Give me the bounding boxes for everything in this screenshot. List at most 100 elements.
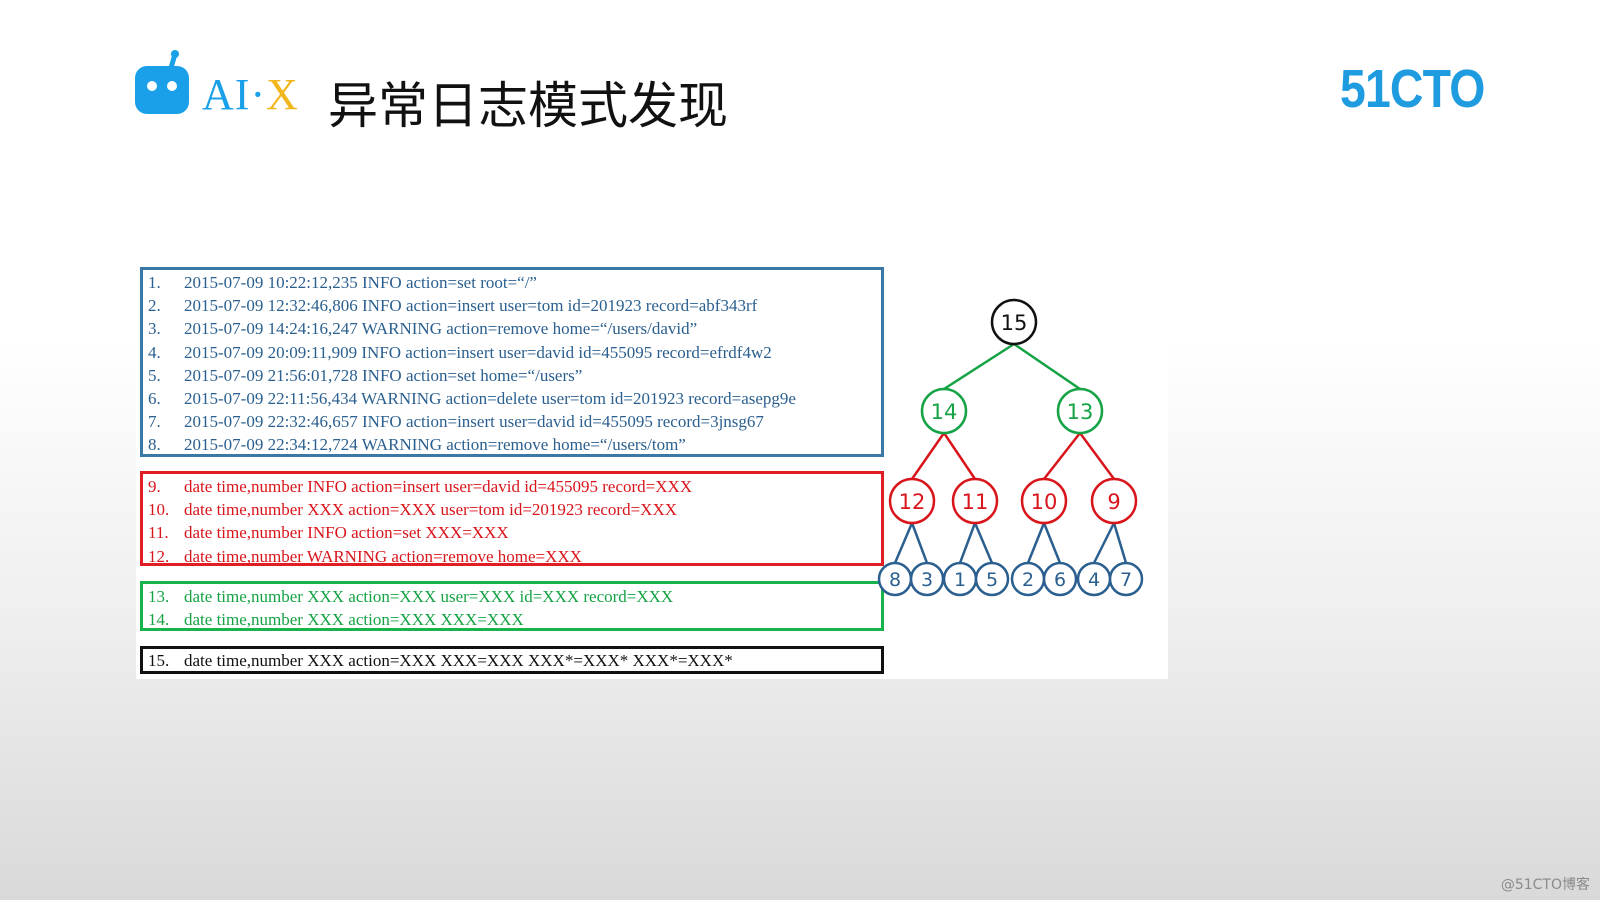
tree-node-circle: [974, 561, 1010, 597]
tree-node-circle: [1056, 387, 1104, 435]
log-line-number: 14.: [148, 610, 170, 630]
tree-edge: [1026, 522, 1046, 564]
log-line: 6.2015-07-09 22:11:56,434 WARNING action…: [148, 387, 881, 410]
tree-edge: [943, 342, 1015, 391]
level2-pattern-box: 13. date time,number XXX action=XXX user=…: [140, 581, 884, 631]
log-line: 8. 2015-07-09 22:34:12,724 WARNING action…: [148, 433, 881, 456]
log-line: 14. date time,number XXX action=XXX XXX=X…: [148, 608, 881, 631]
tree-node: 12: [888, 477, 936, 525]
tree-edge: [1043, 432, 1081, 480]
tree-node-circle: [990, 298, 1038, 346]
tree-edge: [942, 432, 977, 480]
log-line-number: 4.: [148, 342, 161, 362]
log-line-text: date time,number XXX action=XXX XXX=XXX …: [184, 651, 733, 670]
tree-edge: [893, 522, 914, 564]
log-line-text: 2015-07-09 14:24:16,247 WARNING action=r…: [184, 319, 698, 339]
log-line: 1. 2015-07-09 10:22:12,235 INFO action=se…: [148, 271, 881, 294]
aix-logo: AI·X: [202, 70, 299, 120]
log-line: 7. 2015-07-09 22:32:46,657 INFO action=in…: [148, 410, 881, 433]
tree-node-label: 13: [1067, 400, 1094, 424]
tree-node-circle: [1042, 561, 1078, 597]
log-line: 10. date time,number XXX action=XXX user=…: [148, 498, 881, 521]
tree-node-circle: [888, 477, 936, 525]
tree-node: 3: [909, 561, 945, 597]
log-line-text: 2015-07-09 22:32:46,657 INFO action=inse…: [184, 412, 764, 432]
tree-node-circle: [920, 387, 968, 435]
page-title: 异常日志模式发现: [328, 77, 728, 135]
log-line-text: date time,number INFO action=set XXX=XXX: [184, 523, 509, 543]
tree-node: 5: [974, 561, 1010, 597]
log-line: 13. date time,number XXX action=XXX user=…: [148, 585, 881, 608]
tree-node-label: 8: [889, 569, 901, 591]
log-line-text: 2015-07-09 10:22:12,235 INFO action=set …: [184, 273, 537, 292]
tree-node-label: 11: [962, 490, 989, 514]
log-line-text: 2015-07-09 22:11:56,434 WARNING action=d…: [184, 389, 796, 409]
level1-pattern-box: 9. date time,number INFO action=insert us…: [140, 471, 884, 566]
tree-edge: [973, 522, 994, 564]
log-line: 12.date time,number WARNING action=remov…: [148, 545, 881, 568]
tree-node-label: 6: [1054, 569, 1066, 591]
log-line: 5.2015-07-09 21:56:01,728 INFO action=se…: [148, 364, 881, 387]
tree-edge: [910, 432, 946, 480]
log-line-number: 3.: [148, 319, 161, 339]
tree-node-circle: [1020, 477, 1068, 525]
tree-node-label: 5: [986, 569, 998, 591]
tree-node: 9: [1090, 477, 1138, 525]
log-line-number: 5.: [148, 365, 161, 385]
tree-edge: [1078, 432, 1116, 480]
log-line: 9. date time,number INFO action=insert us…: [148, 475, 881, 498]
tree-edge: [1013, 342, 1081, 391]
log-line-number: 13.: [148, 587, 170, 606]
log-line: 2.2015-07-09 12:32:46,806 INFO action=in…: [148, 294, 881, 317]
log-line-number: 15.: [148, 651, 170, 670]
tree-node-circle: [1090, 477, 1138, 525]
log-line-number: 10.: [148, 500, 170, 520]
tree-node: 2: [1010, 561, 1046, 597]
tree-node-label: 14: [931, 400, 958, 424]
tree-edge: [910, 522, 929, 564]
tree-edge: [1092, 522, 1116, 564]
tree-node-label: 9: [1107, 490, 1120, 514]
log-line-number: 11.: [148, 523, 169, 543]
log-line-number: 12.: [148, 546, 170, 566]
log-line-text: 2015-07-09 22:34:12,724 WARNING action=r…: [184, 435, 686, 455]
tree-node: 8: [877, 561, 913, 597]
tree-node-label: 15: [1001, 311, 1028, 335]
tree-node: 10: [1020, 477, 1068, 525]
brand-logo: 51CTO: [1340, 59, 1485, 119]
log-line-text: 2015-07-09 20:09:11,909 INFO action=inse…: [184, 342, 772, 362]
log-line: 15. date time,number XXX action=XXX XXX=X…: [148, 649, 881, 672]
tree-node-label: 3: [921, 569, 933, 591]
log-line: 3. 2015-07-09 14:24:16,247 WARNING action…: [148, 317, 881, 340]
diagram-panel: 1. 2015-07-09 10:22:12,235 INFO action=se…: [136, 259, 1168, 679]
logo-x-text: X: [266, 70, 299, 119]
log-line-number: 8.: [148, 435, 161, 455]
logo-dot-text: ·: [250, 70, 267, 119]
tree-node-label: 4: [1088, 569, 1100, 591]
tree-node: 1: [942, 561, 978, 597]
tree-node-label: 2: [1022, 569, 1034, 591]
tree-node: 11: [951, 477, 999, 525]
raw-log-box: 1. 2015-07-09 10:22:12,235 INFO action=se…: [140, 267, 884, 457]
log-line-text: date time,number INFO action=insert user…: [184, 477, 693, 496]
log-line-text: date time,number XXX action=XXX XXX=XXX: [184, 610, 524, 630]
tree-edge: [958, 522, 977, 564]
log-line-number: 2.: [148, 296, 161, 316]
tree-node: 4: [1076, 561, 1112, 597]
log-line-number: 1.: [148, 273, 161, 292]
log-line-number: 7.: [148, 412, 161, 432]
watermark: @51CTO博客: [1500, 877, 1590, 893]
tree-node: 15: [990, 298, 1038, 346]
tree-edge: [1042, 522, 1062, 564]
tree-node: 6: [1042, 561, 1078, 597]
log-line: 4. 2015-07-09 20:09:11,909 INFO action=in…: [148, 341, 881, 364]
tree-node: 14: [920, 387, 968, 435]
tree-node: 13: [1056, 387, 1104, 435]
tree-node-label: 1: [954, 569, 966, 591]
logo-ai-text: AI: [202, 70, 251, 119]
log-line-number: 9.: [148, 477, 161, 496]
log-line-text: date time,number XXX action=XXX user=tom…: [184, 500, 677, 520]
tree-node-circle: [951, 477, 999, 525]
log-line-text: date time,number XXX action=XXX user=XXX…: [184, 587, 674, 606]
